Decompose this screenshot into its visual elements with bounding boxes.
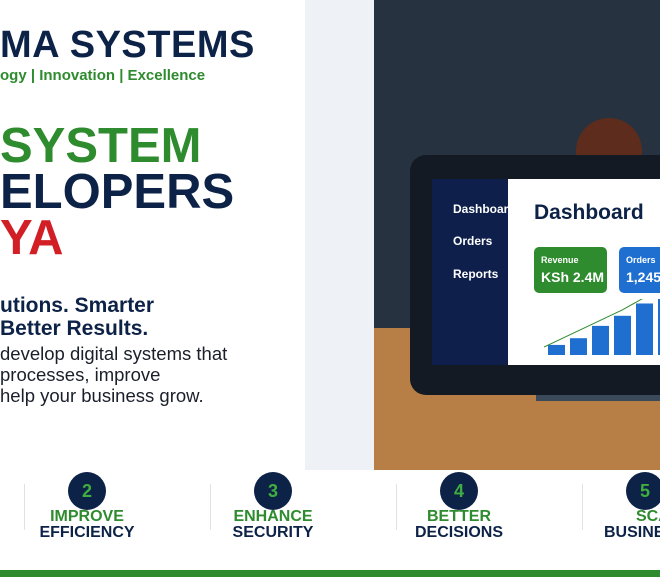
- sidebar-item-dashboard[interactable]: Dashboard: [453, 202, 516, 216]
- chart-bar: [548, 344, 565, 355]
- dashboard-sidebar: Dashboard Orders Reports: [432, 179, 516, 365]
- chart-bar: [636, 303, 653, 355]
- step-divider: [210, 484, 211, 530]
- chart-bar: [614, 315, 631, 355]
- monitor: Dashboard Orders Reports Dashboard Reven…: [410, 155, 660, 395]
- trend-line: [544, 299, 643, 348]
- step-subtitle: EFFICIENCY: [39, 524, 135, 541]
- footer-accent-bar: [0, 570, 660, 577]
- chart-bar: [570, 338, 587, 355]
- sidebar-item-orders[interactable]: Orders: [453, 234, 493, 248]
- step-title: SCAL: [636, 508, 660, 525]
- headline-line-2: ELOPERS: [0, 165, 235, 219]
- bar-chart: [544, 299, 660, 355]
- step-subtitle: BUSINE: [604, 524, 660, 541]
- brand-tagline: ogy | Innovation | Excellence: [0, 67, 206, 84]
- description-line-3: help your business grow.: [0, 385, 204, 406]
- step-number-3: 3: [254, 472, 292, 510]
- divider-strip: [305, 0, 374, 470]
- step-number-4: 4: [440, 472, 478, 510]
- headline-line-1: SYSTEM: [0, 119, 202, 173]
- description-line-2: processes, improve: [0, 364, 161, 385]
- chart-bar: [658, 299, 660, 355]
- step-divider: [396, 484, 397, 530]
- revenue-card[interactable]: Revenue KSh 2.4M: [534, 247, 607, 293]
- card-label: Revenue: [541, 255, 579, 265]
- step-divider: [582, 484, 583, 530]
- chart-bar: [592, 325, 609, 355]
- step-number-5: 5: [626, 472, 660, 510]
- step-title: BETTER: [427, 508, 491, 525]
- step-subtitle: SECURITY: [232, 524, 314, 541]
- hero-panel: MA SYSTEMS ogy | Innovation | Excellence…: [0, 0, 305, 470]
- step-title: ENHANCE: [233, 508, 313, 525]
- dashboard-main: Dashboard Revenue KSh 2.4M Orders 1,245: [508, 179, 660, 365]
- card-value: 1,245: [626, 269, 660, 285]
- brand-name: MA SYSTEMS: [0, 24, 255, 66]
- dashboard-title: Dashboard: [534, 201, 644, 224]
- steps-band: [0, 470, 660, 570]
- step-subtitle: DECISIONS: [414, 524, 504, 541]
- description-line-1: develop digital systems that: [0, 343, 228, 364]
- monitor-stand: [536, 393, 660, 401]
- card-label: Orders: [626, 255, 656, 265]
- hero-image: Dashboard Orders Reports Dashboard Reven…: [374, 0, 660, 470]
- step-number-2: 2: [68, 472, 106, 510]
- headline-line-3: YA: [0, 211, 64, 265]
- step-title: IMPROVE: [50, 508, 124, 525]
- dashboard-screen: Dashboard Orders Reports Dashboard Reven…: [432, 179, 660, 365]
- card-value: KSh 2.4M: [541, 269, 605, 285]
- subheadline-line-1: utions. Smarter: [0, 294, 155, 317]
- subheadline-line-2: Better Results.: [0, 317, 149, 340]
- sidebar-item-reports[interactable]: Reports: [453, 267, 499, 281]
- orders-card[interactable]: Orders 1,245: [619, 247, 660, 293]
- step-divider: [24, 484, 25, 530]
